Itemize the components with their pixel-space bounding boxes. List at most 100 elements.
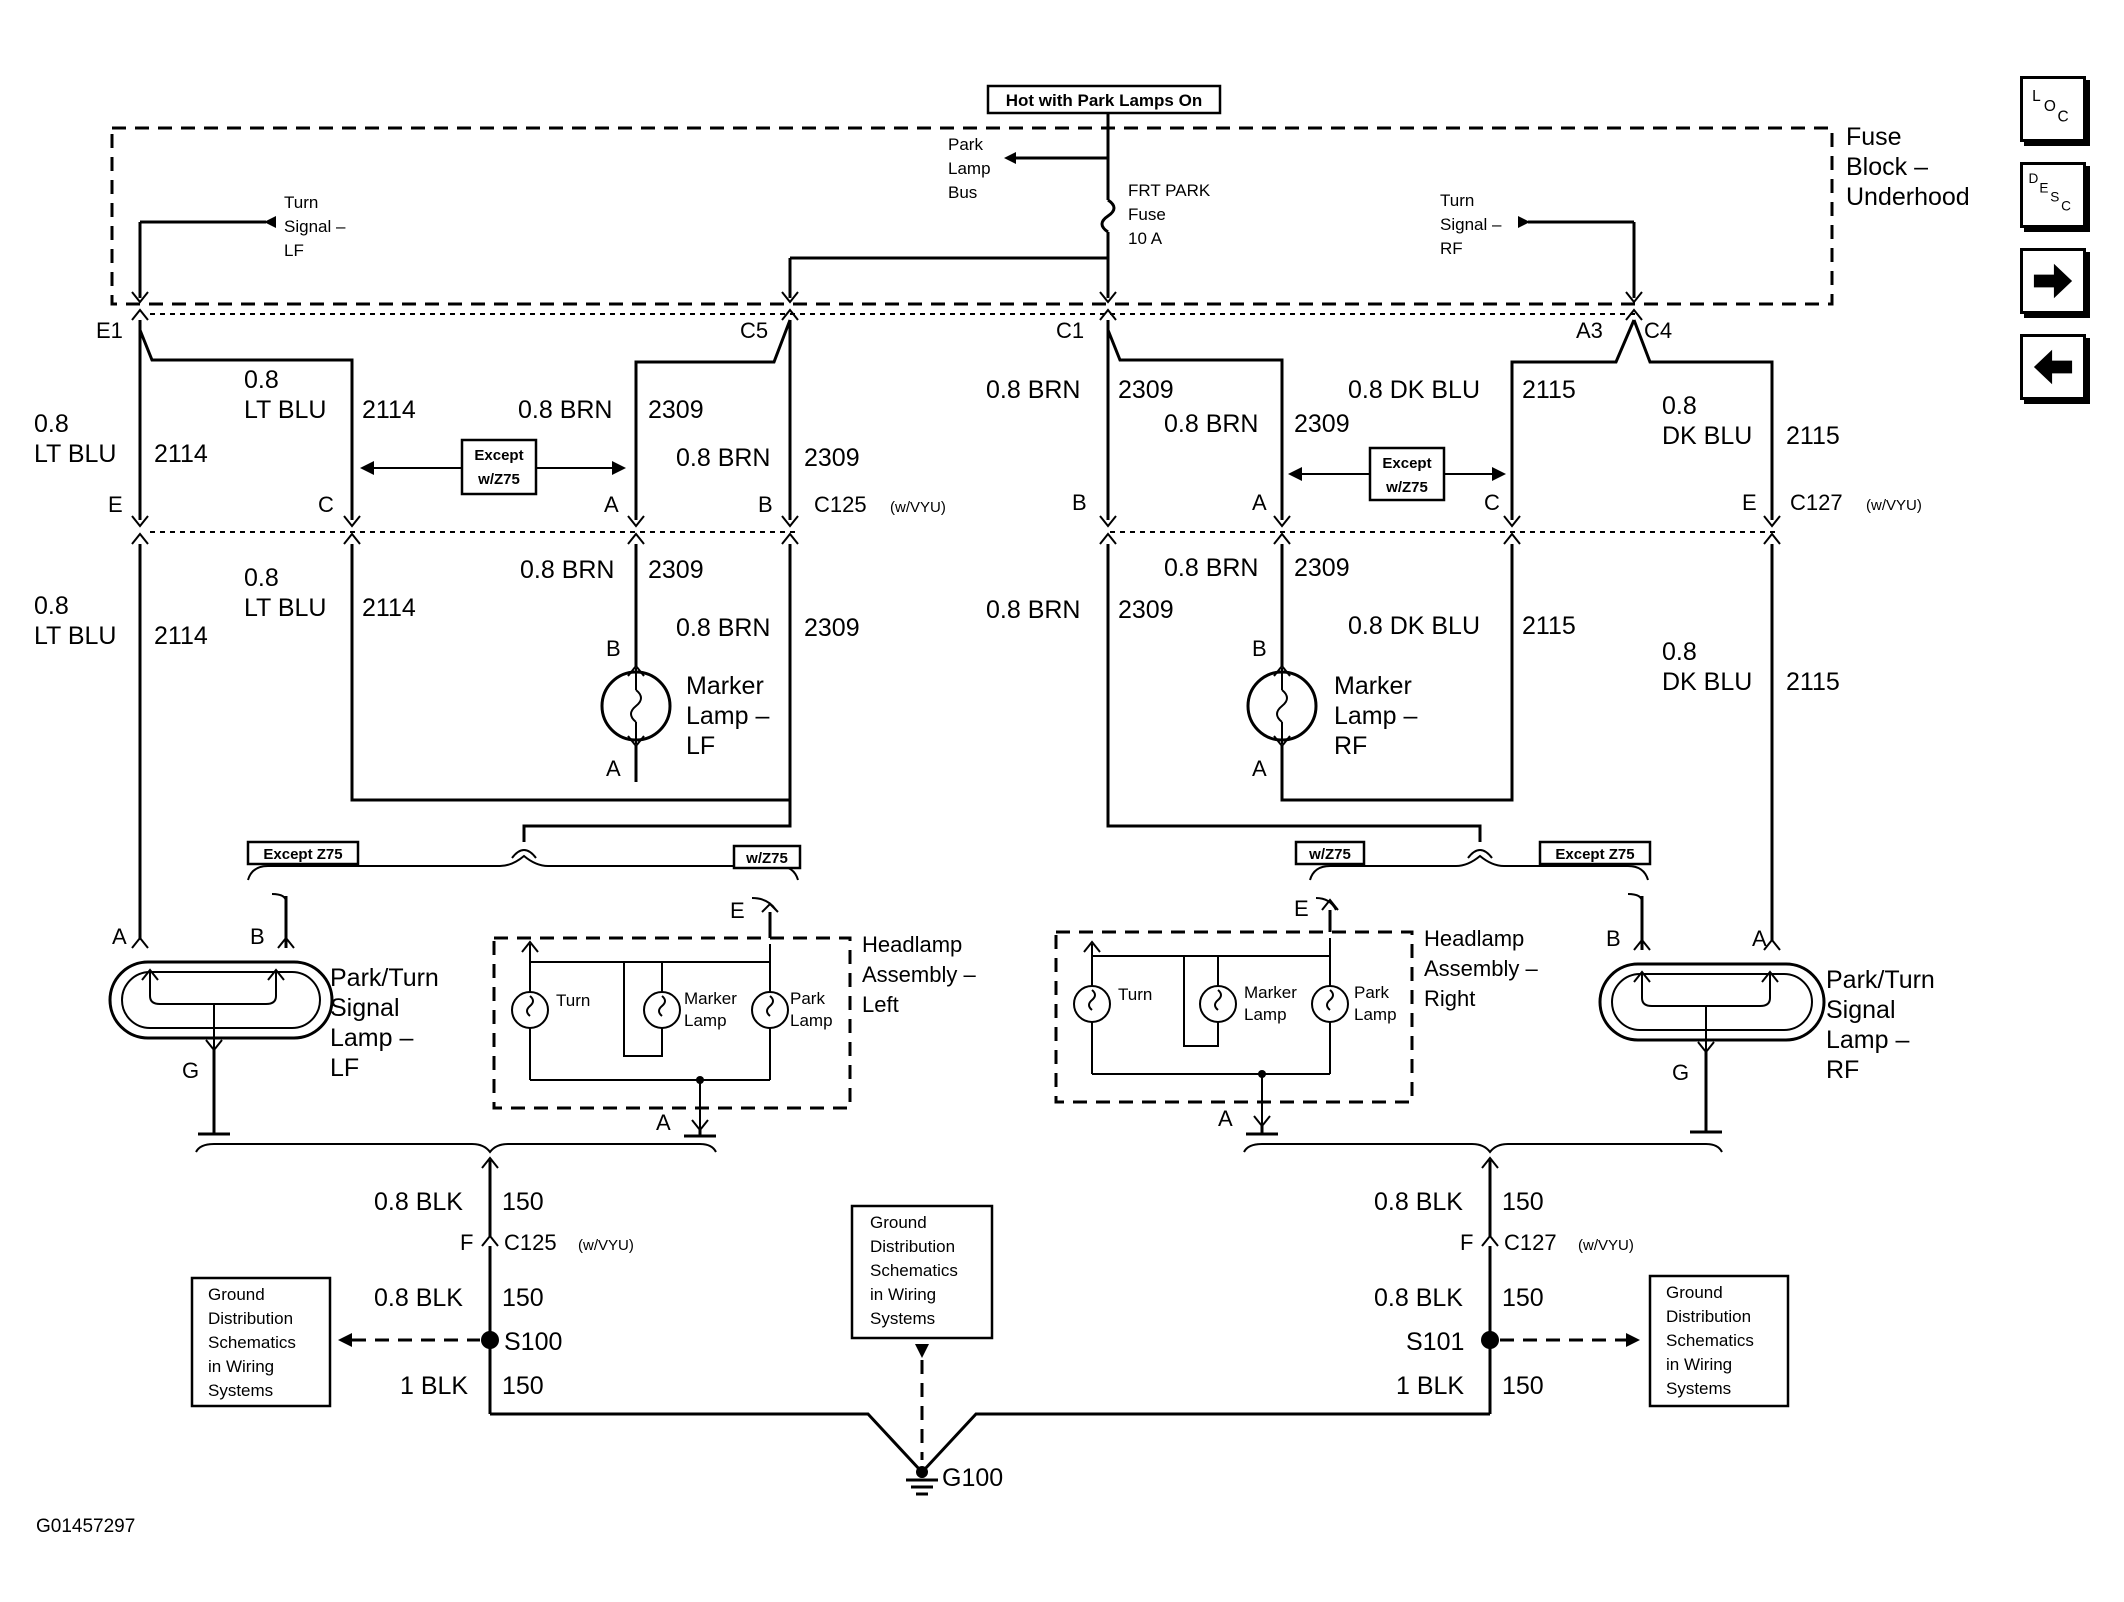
svg-text:S100: S100 xyxy=(504,1328,562,1356)
svg-text:Schematics: Schematics xyxy=(1666,1331,1754,1350)
pin-e1: E1 xyxy=(96,318,123,343)
svg-text:B: B xyxy=(606,636,621,661)
svg-text:Left: Left xyxy=(862,992,899,1017)
svg-text:2309: 2309 xyxy=(648,396,704,424)
svg-text:2114: 2114 xyxy=(154,440,208,468)
svg-text:2309: 2309 xyxy=(1294,554,1350,582)
svg-text:2309: 2309 xyxy=(1294,410,1350,438)
svg-text:LT BLU: LT BLU xyxy=(34,622,116,650)
svg-text:2115: 2115 xyxy=(1522,612,1576,640)
svg-text:in Wiring: in Wiring xyxy=(1666,1355,1732,1374)
svg-text:in Wiring: in Wiring xyxy=(208,1357,274,1376)
svg-text:E: E xyxy=(108,492,123,517)
right-lower-wiring xyxy=(1106,544,1774,940)
c125-connector-lower xyxy=(481,1234,499,1414)
svg-text:E: E xyxy=(1294,896,1309,921)
svg-text:Ground: Ground xyxy=(870,1213,927,1232)
svg-text:Hot with Park Lamps On: Hot with Park Lamps On xyxy=(1006,91,1202,110)
park-turn-signal-lamp-lf: A B G Park/Turn Signal Lamp – LF xyxy=(108,893,439,1136)
hot-with-park-lamps-label: Hot with Park Lamps On xyxy=(986,84,1222,115)
svg-text:LT BLU: LT BLU xyxy=(244,594,326,622)
prev-button[interactable] xyxy=(2020,334,2086,400)
svg-text:0.8: 0.8 xyxy=(34,592,69,620)
c127-connector-upper xyxy=(1099,515,1781,545)
svg-text:Signal: Signal xyxy=(330,994,400,1022)
svg-text:10 A: 10 A xyxy=(1128,229,1163,248)
svg-text:Lamp –: Lamp – xyxy=(1826,1026,1909,1054)
svg-text:0.8 BRN: 0.8 BRN xyxy=(520,556,614,584)
svg-text:0.8: 0.8 xyxy=(244,366,279,394)
svg-text:Headlamp: Headlamp xyxy=(1424,926,1524,951)
svg-text:Assembly –: Assembly – xyxy=(1424,956,1538,981)
svg-text:Distribution: Distribution xyxy=(1666,1307,1751,1326)
svg-text:(w/VYU): (w/VYU) xyxy=(1866,497,1922,514)
svg-text:E: E xyxy=(730,898,745,923)
svg-text:A: A xyxy=(656,1110,671,1135)
turn-signal-rf-source: Turn Signal – RF xyxy=(1440,191,1636,298)
svg-text:Park/Turn: Park/Turn xyxy=(330,964,439,992)
svg-text:Marker: Marker xyxy=(686,672,764,700)
svg-text:LT BLU: LT BLU xyxy=(34,440,116,468)
svg-text:Park: Park xyxy=(790,989,825,1008)
svg-text:A: A xyxy=(112,924,127,949)
svg-text:Marker: Marker xyxy=(684,989,737,1008)
svg-text:1 BLK: 1 BLK xyxy=(1396,1372,1464,1400)
svg-text:G: G xyxy=(182,1058,199,1083)
svg-text:Systems: Systems xyxy=(208,1381,273,1400)
svg-text:C: C xyxy=(318,492,334,517)
svg-text:Park/Turn: Park/Turn xyxy=(1826,966,1935,994)
svg-text:E: E xyxy=(1742,490,1757,515)
svg-text:G100: G100 xyxy=(942,1464,1003,1492)
svg-text:G: G xyxy=(1672,1060,1689,1085)
ground-distribution-ref-right: Ground Distribution Schematics in Wiring… xyxy=(1648,1274,1790,1408)
svg-text:0.8 BRN: 0.8 BRN xyxy=(1164,554,1258,582)
connector-c127-upper: C127 xyxy=(1790,490,1843,515)
svg-text:Except Z75: Except Z75 xyxy=(1555,846,1634,863)
svg-text:A: A xyxy=(1252,490,1267,515)
next-button[interactable] xyxy=(2020,248,2086,314)
svg-text:0.8 BRN: 0.8 BRN xyxy=(676,614,770,642)
svg-text:in Wiring: in Wiring xyxy=(870,1285,936,1304)
svg-text:0.8 BRN: 0.8 BRN xyxy=(518,396,612,424)
svg-text:Headlamp: Headlamp xyxy=(862,932,962,957)
svg-text:0.8: 0.8 xyxy=(1662,392,1697,420)
svg-text:150: 150 xyxy=(1502,1188,1544,1216)
svg-text:Park: Park xyxy=(948,135,983,154)
svg-text:Park: Park xyxy=(1354,983,1389,1002)
svg-text:0.8 BRN: 0.8 BRN xyxy=(1164,410,1258,438)
svg-text:150: 150 xyxy=(502,1284,544,1312)
park-turn-signal-lamp-rf: B A G Park/Turn Signal Lamp – RF xyxy=(1598,893,1935,1134)
pin-c4: C4 xyxy=(1644,318,1672,343)
svg-text:w/Z75: w/Z75 xyxy=(745,850,788,867)
svg-text:E: E xyxy=(2039,180,2048,195)
svg-text:w/Z75: w/Z75 xyxy=(1308,846,1351,863)
svg-text:Lamp: Lamp xyxy=(1354,1005,1397,1024)
svg-text:S101: S101 xyxy=(1406,1328,1464,1356)
svg-text:Fuse: Fuse xyxy=(1128,205,1166,224)
svg-text:Lamp: Lamp xyxy=(948,159,991,178)
svg-text:Schematics: Schematics xyxy=(870,1261,958,1280)
svg-text:(w/VYU): (w/VYU) xyxy=(578,1237,634,1254)
svg-text:0.8 BRN: 0.8 BRN xyxy=(676,444,770,472)
svg-text:2309: 2309 xyxy=(804,614,860,642)
svg-text:Systems: Systems xyxy=(870,1309,935,1328)
svg-text:Turn: Turn xyxy=(1440,191,1474,210)
svg-text:150: 150 xyxy=(502,1372,544,1400)
svg-text:0.8 BRN: 0.8 BRN xyxy=(986,376,1080,404)
svg-text:O: O xyxy=(2044,98,2056,115)
c125-connector-upper xyxy=(131,515,800,545)
loc-button[interactable]: L O C xyxy=(2020,76,2086,142)
svg-text:0.8: 0.8 xyxy=(244,564,279,592)
turn-signal-lf-source: Turn Signal – LF xyxy=(138,193,346,298)
svg-text:C: C xyxy=(1484,490,1500,515)
svg-text:S: S xyxy=(2050,189,2059,204)
arrow-left-icon xyxy=(2033,349,2073,385)
ground-distribution-ref-center: Ground Distribution Schematics in Wiring… xyxy=(850,1204,994,1460)
svg-text:A: A xyxy=(604,492,619,517)
svg-text:Distribution: Distribution xyxy=(870,1237,955,1256)
svg-text:C: C xyxy=(2058,109,2069,126)
left-lower-wiring xyxy=(138,544,792,940)
desc-button[interactable]: D E S C xyxy=(2020,162,2086,228)
except-wz75-right: Except w/Z75 xyxy=(1288,446,1506,502)
svg-text:D: D xyxy=(2028,171,2038,186)
